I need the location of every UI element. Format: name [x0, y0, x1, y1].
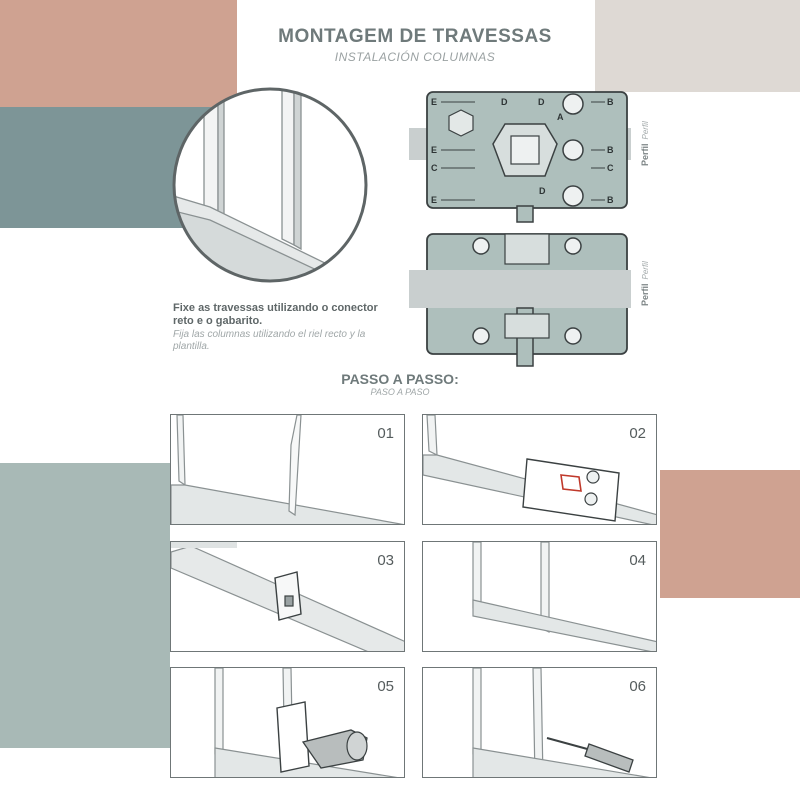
step-number: 06	[629, 678, 646, 695]
step-number: 01	[377, 425, 394, 442]
step-02-illustration-icon	[423, 415, 656, 524]
pink-block-right	[660, 470, 800, 598]
step-01-illustration-icon	[171, 415, 404, 524]
steps-heading: PASSO A PASSO:	[341, 371, 459, 387]
magnifier-circle-icon	[172, 87, 368, 283]
step-number: 04	[629, 552, 646, 569]
step-number: 05	[377, 678, 394, 695]
step-panel-06: 06	[422, 667, 657, 778]
label-e-3: E	[431, 195, 437, 205]
step-number: 02	[629, 425, 646, 442]
step-panel-03: 03	[170, 541, 405, 652]
instruction-es: Fija las columnas utilizando el riel rec…	[173, 329, 366, 352]
profile-label-bottom: PerfilPerfil	[640, 261, 650, 306]
steps-subheading: PASO A PASO	[370, 387, 430, 397]
label-c-2: C	[607, 163, 614, 173]
instruction-text: Fixe as travessas utilizando o conector …	[173, 302, 393, 353]
label-a: A	[557, 112, 564, 122]
step-05-illustration-icon	[214, 668, 398, 777]
step-04-illustration-icon	[472, 542, 656, 651]
step-panel-02: 02	[422, 414, 657, 525]
template-top-view-icon: E E C E B B C B D D A D	[409, 91, 631, 223]
label-d-2: D	[538, 97, 545, 107]
step-panel-04: 04	[422, 541, 657, 652]
page-subtitle: INSTALACIÓN COLUMNAS	[334, 50, 496, 64]
pink-block-top-left	[0, 0, 237, 107]
sage-block-left	[0, 463, 170, 748]
step-06-illustration-icon	[472, 668, 650, 777]
template-front-view-icon	[409, 233, 631, 367]
label-c-1: C	[431, 163, 438, 173]
label-b-3: B	[607, 195, 614, 205]
label-d-1: D	[501, 97, 508, 107]
label-d-3: D	[539, 186, 546, 196]
label-b-2: B	[607, 145, 614, 155]
page-title: MONTAGEM DE TRAVESSAS	[278, 26, 552, 47]
profile-label-top: PerfilPerfil	[640, 121, 650, 166]
step-panel-05: 05	[170, 667, 405, 778]
beige-block-top-right	[595, 0, 800, 92]
instruction-pt: Fixe as travessas utilizando o conector …	[173, 302, 378, 327]
step-03-illustration-icon	[171, 542, 404, 651]
label-e-2: E	[431, 145, 437, 155]
step-number: 03	[377, 552, 394, 569]
label-e-1: E	[431, 97, 437, 107]
label-b-1: B	[607, 97, 614, 107]
step-panel-01: 01	[170, 414, 405, 525]
